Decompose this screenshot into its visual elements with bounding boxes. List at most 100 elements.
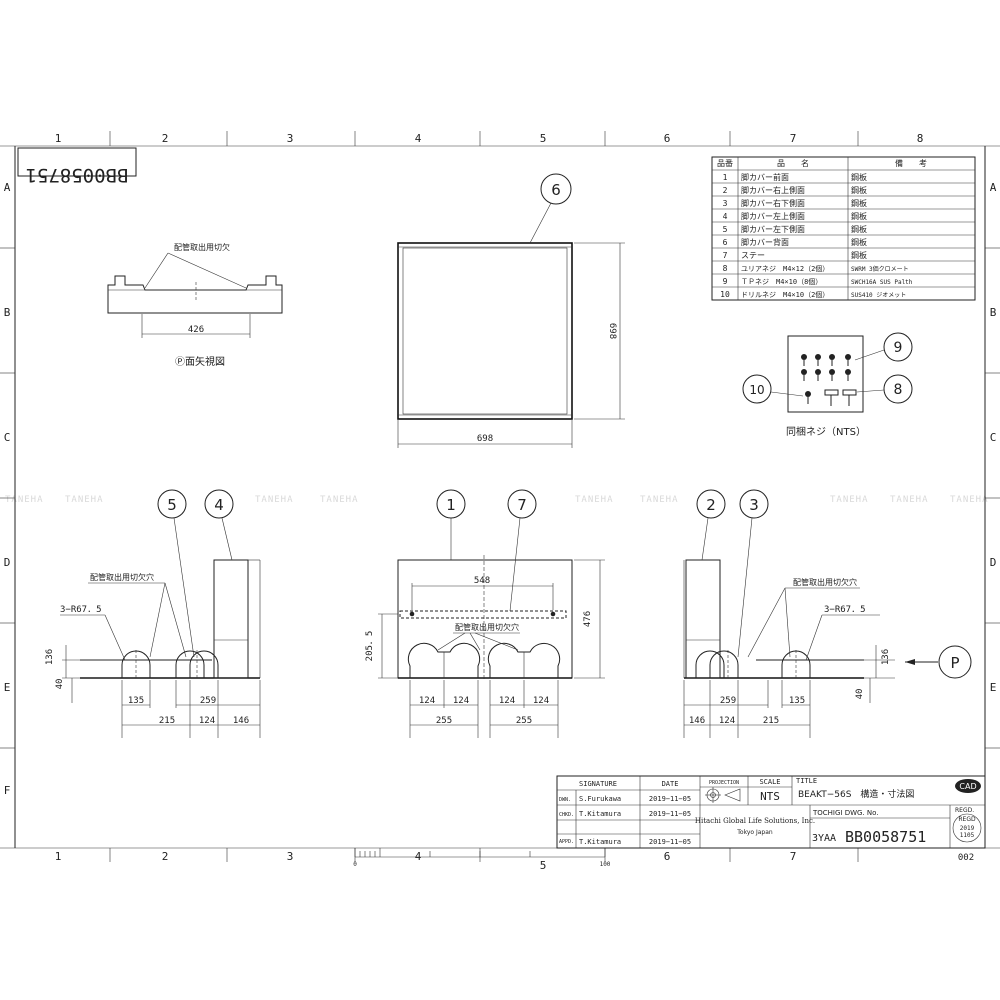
svg-text:1105: 1105 [960,832,975,839]
dimension-label: 698 [477,434,493,444]
dimension-label: 548 [474,576,490,586]
company-location: Tokyo Japan [736,829,773,836]
table-cell: SUS410 ジオメット [851,292,906,299]
svg-text:10: 10 [749,383,764,397]
svg-text:REGD: REGD [958,816,976,823]
watermark-text: TANEHA [65,495,104,505]
table-cell: 鋼板 [851,224,867,234]
dwn-date: 2019−11−05 [649,795,691,803]
company-name: Hitachi Global Life Solutions, Inc. [695,817,815,825]
table-header: 品番 [717,158,733,168]
svg-text:8: 8 [894,382,903,398]
grid-row-label: D [4,556,11,569]
dimension-label: 40 [855,689,865,700]
dimension-label: 255 [516,716,532,726]
svg-text:CAD: CAD [959,782,976,791]
dimension-label: 40 [55,679,65,690]
cutout-note: 配管取出用切欠穴 [455,622,519,632]
dimension-label: 124 [199,716,215,726]
table-cell: 脚カバー左下側面 [741,224,805,234]
watermark-band: TANEHA TANEHA TANEHA TANEHA TANEHA TANEH… [5,495,988,505]
radius-label: 3−R67．5 [60,605,102,615]
table-header: 品 名 [777,158,809,168]
watermark-text: TANEHA [255,495,294,505]
left-side-view: 3−R67．5 配管取出用切欠穴 136 40 135 259 215 124 … [45,489,261,738]
chkd-label: CHKD. [559,812,574,818]
grid-row-label: C [990,431,997,444]
balloon: 6 [529,173,572,244]
dimension-label: 205．5 [365,631,375,662]
grid-col-label: 7 [790,132,797,145]
dimension-label: 146 [233,716,249,726]
dwg-header: TOCHIGI DWG. No. [812,809,879,817]
svg-text:BB0058751: BB0058751 [26,164,129,186]
chkd-name: T.Kitamura [579,810,621,818]
radius-label: 3−R67．5 [824,605,866,615]
dimension-label: 426 [188,325,204,335]
svg-text:3: 3 [749,496,759,514]
table-cell: 脚カバー前面 [741,172,789,182]
dimension-label: 124 [719,716,735,726]
grid-col-label: 5 [540,132,547,145]
grid-col-label: 7 [790,850,797,863]
right-side-view: 配管取出用切欠穴 3−R67．5 136 40 P 259 135 [683,489,972,738]
dimension-label: 259 [720,696,736,706]
table-cell: 8 [723,264,728,273]
grid-row-label: B [990,306,997,319]
grid-row-label: A [990,181,997,194]
table-cell: 脚カバー右下側面 [741,198,805,208]
grid-col-label: 1 [55,132,62,145]
table-cell: 鋼板 [851,185,867,195]
balloon: 1 [436,489,466,560]
grid-col-label: 6 [664,132,671,145]
regd-label: REGD. [955,807,974,814]
table-cell: 9 [723,277,728,286]
dimension-label: 135 [128,696,144,706]
dimension-label: 136 [881,649,891,665]
title-block: SIGNATURE DATE PROJECTION SCALE TITLE DW… [556,775,986,863]
balloon: 8 [856,374,913,404]
dwn-name: S.Furukawa [579,795,621,803]
table-cell: 1 [723,173,728,182]
appd-name: T.Kitamura [579,838,621,846]
scale-value: NTS [760,790,780,803]
table-cell: 脚カバー右上側面 [741,185,805,195]
appd-date: 2019−11−05 [649,838,691,846]
dwg-prefix: 3YAA [812,833,836,844]
cutout-note: 配管取出用切欠穴 [793,577,857,587]
dimension-label: 255 [436,716,452,726]
grid-row-label: C [4,431,11,444]
table-cell: 4 [723,212,728,221]
watermark-text: TANEHA [320,495,359,505]
grid-row-label: D [990,556,997,569]
balloon: 3 [737,489,769,658]
watermark-text: TANEHA [890,495,929,505]
svg-text:6: 6 [551,181,561,199]
watermark-text: TANEHA [575,495,614,505]
dimension-label: 476 [583,611,593,627]
corner-drawing-code: BB0058751 [17,147,137,186]
grid-col-label: 3 [287,850,294,863]
dimension-label: 146 [689,716,705,726]
view-arrow-p: P [905,645,972,679]
view-p: 配管取出用切欠 426 Ⓟ面矢視図 [107,242,283,368]
table-cell: 7 [723,251,728,260]
watermark-text: TANEHA [830,495,869,505]
balloon: 5 [157,489,195,658]
regd-stamp: REGD 2019 1105 [952,813,982,843]
table-cell: ドリルネジ M4×10（2個） [741,290,829,299]
drawing-title: BEAKT−56S 構造・寸法図 [798,788,914,800]
chkd-date: 2019−11−05 [649,810,691,818]
table-cell: 2 [723,186,728,195]
drawing-frame: 1 2 3 4 5 6 7 8 1 2 3 4 5 6 7 A B C D E … [0,131,1000,872]
scale-header: SCALE [759,778,780,786]
table-cell: 鋼板 [851,172,867,182]
grid-col-label: 5 [540,859,547,872]
dimension-label: 124 [499,696,515,706]
bundled-screws-view: 同梱ネジ（NTS） 9 10 8 [742,332,913,438]
dimension-label: 259 [200,696,216,706]
sheet-number: 002 [958,853,974,863]
svg-text:2019: 2019 [960,825,975,832]
table-header: 備 考 [895,158,927,168]
